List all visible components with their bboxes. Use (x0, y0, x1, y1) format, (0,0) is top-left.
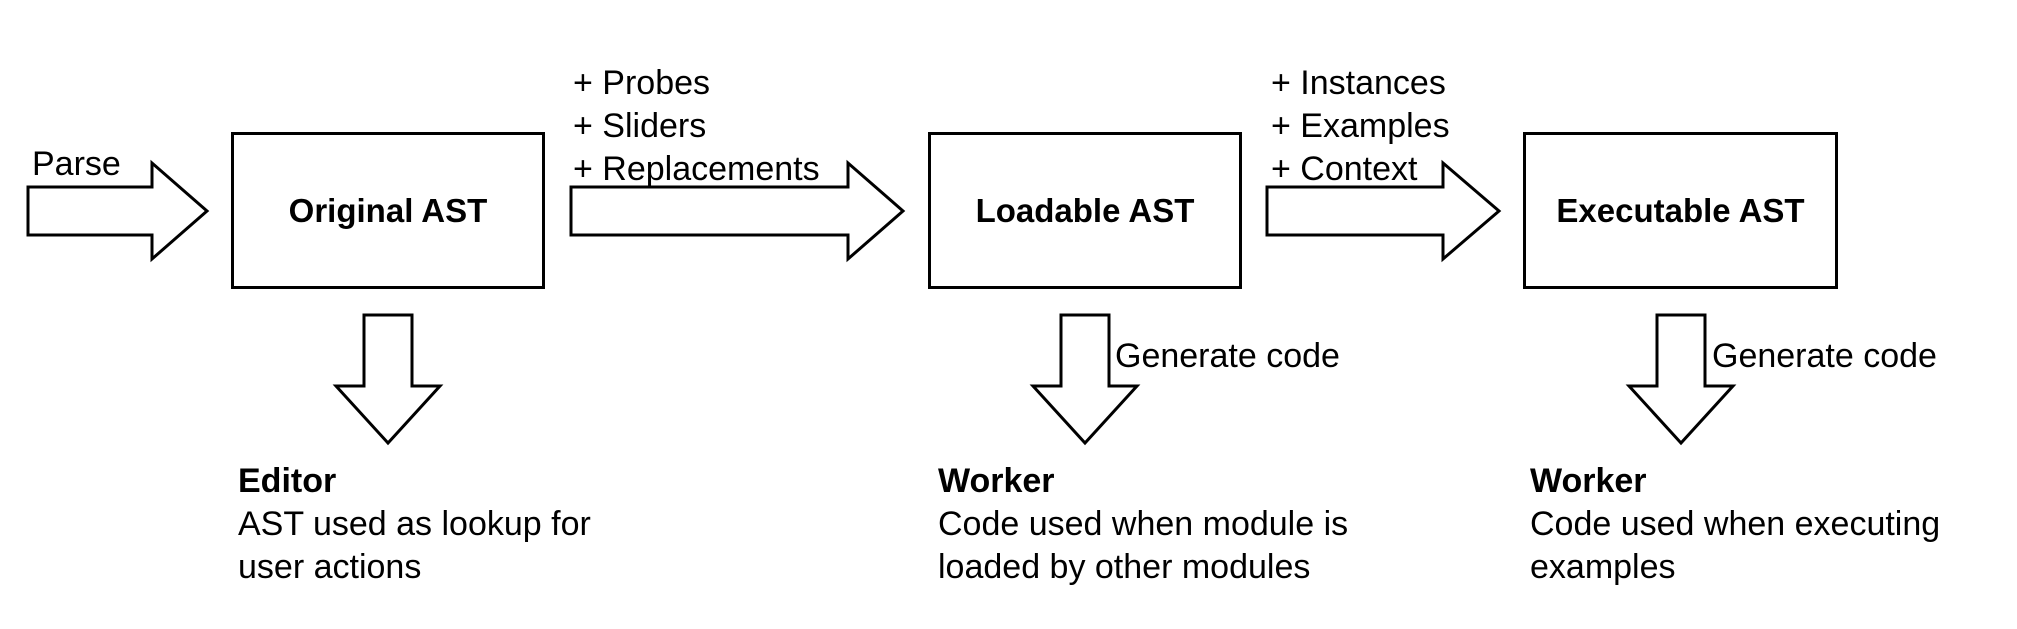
box-loadable-ast: Loadable AST (928, 132, 1242, 289)
box-original-ast: Original AST (231, 132, 545, 289)
annotation-line-context: + Context (1271, 150, 1418, 188)
description-worker-executable-title: Worker (1530, 462, 1647, 500)
box-executable-ast-label: Executable AST (1556, 191, 1805, 229)
generate-code-label-loadable: Generate code (1115, 337, 1340, 375)
annotation-line-replacements: + Replacements (573, 150, 820, 188)
description-editor-title: Editor (238, 462, 337, 500)
down-arrow-editor (332, 313, 444, 446)
annotation-instances-examples-context: + Instances + Examples + Context (1271, 62, 1450, 191)
description-editor-line-1: AST used as lookup for (238, 505, 591, 543)
transform-arrow-original-to-loadable (569, 159, 906, 263)
description-worker-loadable-line-1: Code used when module is (938, 505, 1349, 543)
box-executable-ast: Executable AST (1523, 132, 1838, 289)
down-arrow-worker-executable (1625, 313, 1737, 446)
transform-arrow-loadable-to-executable (1265, 159, 1502, 263)
generate-code-label-executable: Generate code (1712, 337, 1937, 375)
parse-arrow-label: Parse (32, 145, 121, 183)
description-worker-executable: Worker Code used when executing examples (1530, 460, 1940, 589)
description-editor: Editor AST used as lookup for user actio… (238, 460, 591, 589)
description-worker-executable-line-1: Code used when executing (1530, 505, 1941, 543)
description-worker-executable-line-2: examples (1530, 548, 1676, 586)
down-arrow-worker-loadable (1029, 313, 1141, 446)
box-loadable-ast-label: Loadable AST (975, 191, 1195, 229)
annotation-line-probes: + Probes (573, 64, 711, 102)
description-editor-line-2: user actions (238, 548, 422, 586)
description-worker-loadable-title: Worker (938, 462, 1055, 500)
annotation-line-sliders: + Sliders (573, 107, 707, 145)
description-worker-loadable-line-2: loaded by other modules (938, 548, 1311, 586)
box-original-ast-label: Original AST (288, 191, 488, 229)
annotation-line-instances: + Instances (1271, 64, 1446, 102)
annotation-probes-sliders-replacements: + Probes + Sliders + Replacements (573, 62, 820, 191)
annotation-line-examples: + Examples (1271, 107, 1450, 145)
parse-arrow (26, 159, 210, 263)
description-worker-loadable: Worker Code used when module is loaded b… (938, 460, 1348, 589)
